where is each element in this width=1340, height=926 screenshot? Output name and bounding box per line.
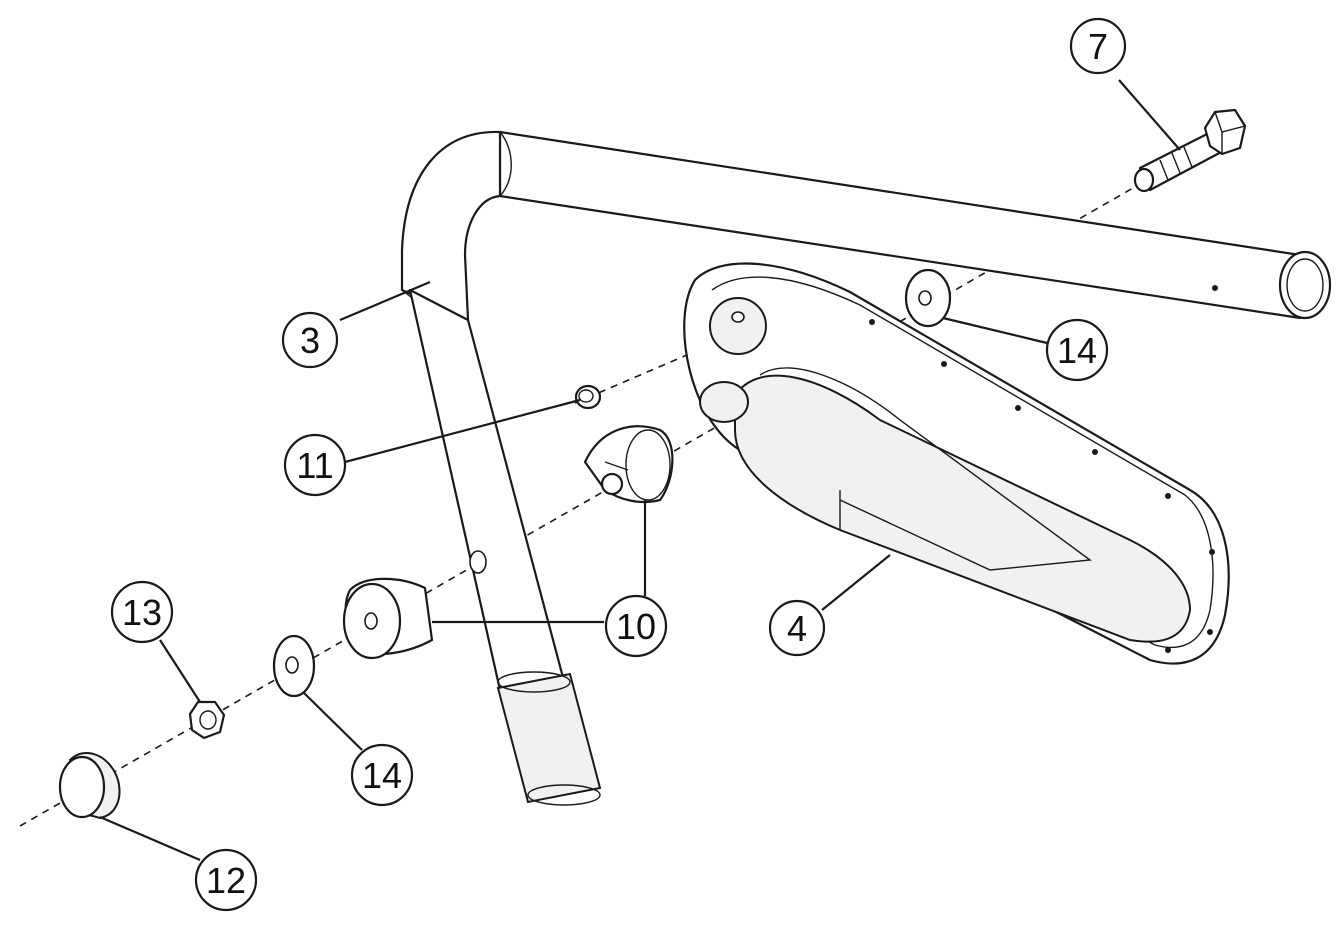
callout-3-label: 3 [300,320,320,361]
callout-14-top-label: 14 [1057,330,1097,371]
callout-4-label: 4 [787,608,807,649]
callout-7-label: 7 [1088,26,1108,67]
callout-11: 11 [283,433,347,497]
part-10-bushing-upper [583,425,674,504]
callout-10-label: 10 [616,606,656,647]
callout-10: 10 [604,594,668,658]
part-7-hex-bolt [1133,108,1247,193]
callout-14-low-label: 14 [362,755,402,796]
part-3-bent-tube [400,130,1332,806]
callout-7: 7 [1069,17,1127,75]
part-12-end-cap [58,751,121,820]
callout-14-top: 14 [1045,318,1109,382]
callout-12: 12 [194,848,258,912]
lower-assembly-axis [574,329,746,404]
callout-12-label: 12 [206,860,246,901]
part-11-plug [574,384,602,410]
part-10-bushing-lower [342,577,434,660]
callout-4: 4 [768,599,826,657]
leader-lines [99,79,1181,862]
callout-11-label: 11 [296,445,333,486]
part-4-armrest [683,262,1230,665]
callout-13: 13 [110,580,174,644]
part-14-washer-top [904,268,952,328]
callout-14-low: 14 [350,743,414,807]
part-13-hex-nut [188,700,226,740]
callout-3: 3 [281,311,339,369]
callout-13-label: 13 [122,592,162,633]
part-14-washer-lower [272,634,316,698]
